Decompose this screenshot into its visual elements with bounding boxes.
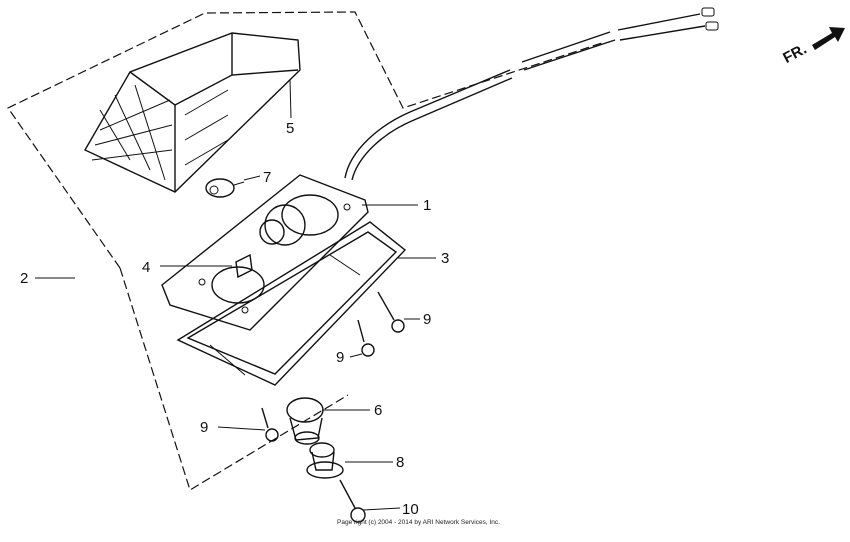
callouts: 1 2 3 4 5 6 7 8 9 9 9 10 (20, 120, 449, 518)
callout-2: 2 (20, 270, 28, 287)
direction-label: FR. (780, 41, 809, 67)
arrow-icon (812, 27, 845, 50)
callout-10: 10 (402, 501, 419, 518)
housing-part (176, 221, 407, 386)
callout-9: 9 (200, 419, 208, 436)
leader-lines (35, 79, 436, 511)
collar-part (306, 442, 344, 479)
callout-9: 9 (423, 311, 431, 328)
callout-7: 7 (263, 169, 271, 186)
wire-harness (344, 7, 719, 181)
screws (261, 291, 405, 523)
assembly-boundary (7, 11, 606, 491)
copyright-notice: Page right (c) 2004 - 2014 by ARI Networ… (337, 519, 500, 526)
callout-9: 9 (336, 349, 344, 366)
callout-5: 5 (286, 120, 294, 137)
bulb-part (205, 178, 245, 198)
callout-8: 8 (396, 454, 404, 471)
front-direction-indicator: FR. (780, 27, 845, 67)
callout-6: 6 (374, 402, 382, 419)
base-plate-part (161, 174, 369, 331)
callout-3: 3 (441, 250, 449, 267)
callout-4: 4 (142, 259, 150, 276)
lens-part (84, 32, 301, 193)
callout-1: 1 (423, 197, 431, 214)
